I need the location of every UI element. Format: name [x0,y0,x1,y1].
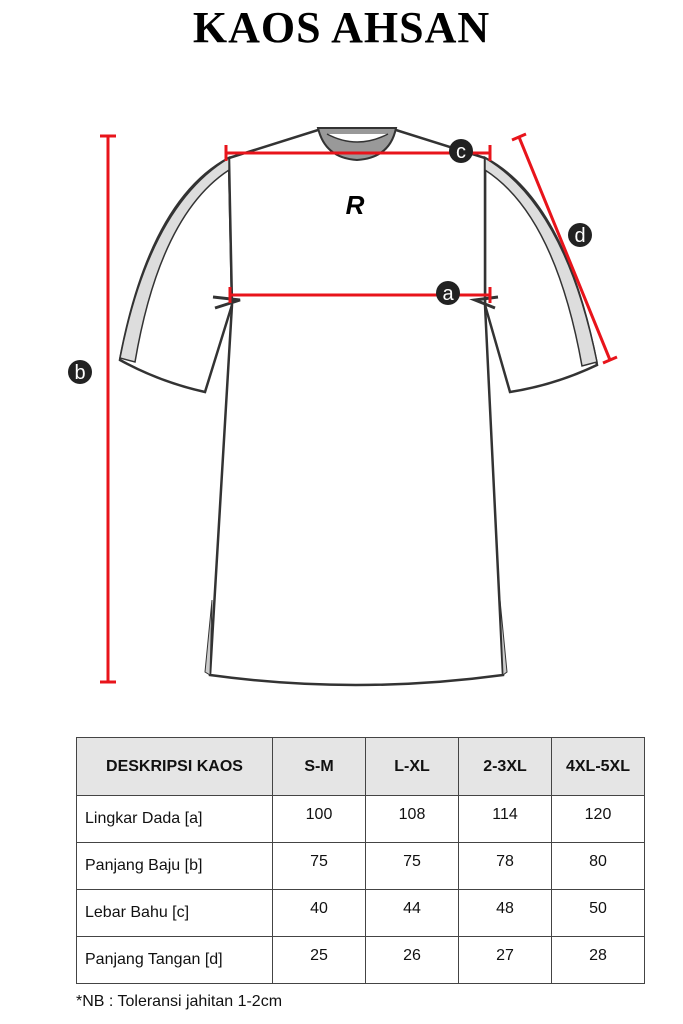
measure-lines [100,132,618,684]
cell: 75 [272,842,366,890]
header-size: L-XL [365,737,459,796]
label-c: c [456,141,466,163]
measure-b [100,134,116,684]
cell: 40 [272,889,366,937]
side-slit-left [204,599,213,676]
header-size: 4XL-5XL [551,737,645,796]
cell: 26 [365,936,459,984]
cell: 50 [551,889,645,937]
shirt-outline [118,128,599,687]
cell: 120 [551,795,645,843]
row-label: Panjang Baju [b] [76,842,273,890]
left-sleeve-stripe [119,156,230,363]
measure-labels: b c a d [68,139,592,384]
cell: 44 [365,889,459,937]
cell: 108 [365,795,459,843]
label-a: a [442,283,454,305]
cell: 80 [551,842,645,890]
tolerance-note: *NB : Toleransi jahitan 1-2cm [76,993,283,1010]
shirt-diagram: R b c a d [68,127,618,687]
right-sleeve-stripe [484,156,598,367]
cell: 78 [458,842,552,890]
row-label: Lebar Bahu [c] [76,889,273,937]
table-row: Lebar Bahu [c] 40 44 48 50 [76,889,645,937]
cell: 114 [458,795,552,843]
measure-d [511,132,618,365]
header-size: 2-3XL [458,737,552,796]
size-table: DESKRIPSI KAOS S-M L-XL 2-3XL 4XL-5XL Li… [76,737,645,984]
table-row: Panjang Tangan [d] 25 26 27 28 [76,936,645,984]
side-slit-right [499,599,508,676]
brand-logo: R [346,190,365,220]
cell: 48 [458,889,552,937]
row-label: Lingkar Dada [a] [76,795,273,843]
header-size: S-M [272,737,366,796]
row-label: Panjang Tangan [d] [76,936,273,984]
cell: 100 [272,795,366,843]
cell: 75 [365,842,459,890]
label-b: b [74,362,85,384]
header-description: DESKRIPSI KAOS [76,737,273,796]
measure-c [224,145,492,161]
table-header-row: DESKRIPSI KAOS S-M L-XL 2-3XL 4XL-5XL [76,737,645,796]
cell: 27 [458,936,552,984]
table-row: Panjang Baju [b] 75 75 78 80 [76,842,645,890]
label-d: d [574,225,585,247]
page-title: KAOS AHSAN [192,3,491,52]
cell: 28 [551,936,645,984]
cell: 25 [272,936,366,984]
table-row: Lingkar Dada [a] 100 108 114 120 [76,795,645,843]
